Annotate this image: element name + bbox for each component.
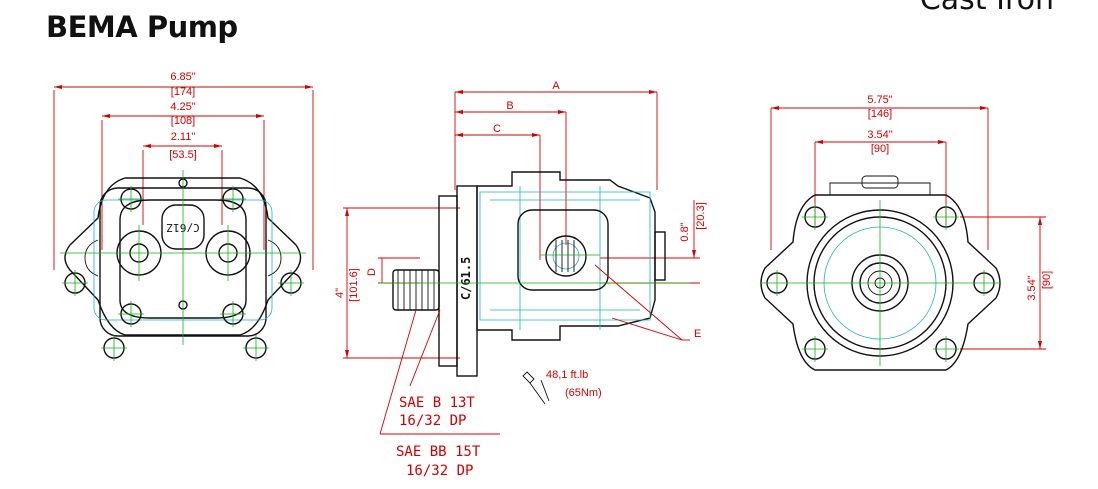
side-dim-offset: 0.8" — [679, 222, 691, 241]
side-dim-offset-mm: [20.3] — [695, 202, 707, 230]
side-dim-a: A — [552, 80, 560, 92]
front-dim-inner: 2.11" — [171, 131, 196, 143]
rear-dim-width-mm: [146] — [868, 108, 892, 120]
torque-value-nm: (65Nm) — [565, 387, 602, 399]
side-dim-height: 4" — [334, 288, 346, 298]
rear-view: 5.75" [146] 3.54" [90] 3.54" [90] — [760, 94, 1053, 371]
shaft-bb-line1: SAE BB 15T — [396, 444, 481, 460]
rear-dim-vertical: 3.54" — [1026, 275, 1038, 300]
rear-dim-width: 5.75" — [867, 94, 892, 106]
front-dim-outer: 6.85" — [170, 71, 195, 83]
torque-value: 48,1 ft.lb — [546, 369, 588, 381]
front-dim-inner-mm: [53.5] — [169, 149, 197, 161]
side-dim-height-mm: [101.6] — [348, 268, 360, 302]
page-title: BEMA Pump — [46, 10, 238, 44]
side-dim-c: C — [493, 123, 501, 135]
rear-dim-bolt: 3.54" — [867, 129, 892, 141]
front-view: 6.85" [174] 4.25" [108] 2.11" [53.5] C/6… — [53, 71, 314, 361]
front-dim-mid: 4.25" — [170, 101, 195, 113]
rear-dim-bolt-mm: [90] — [871, 143, 889, 155]
shaft-b-line1: SAE B 13T — [399, 395, 475, 411]
side-view: A B C 4" [101.6] D 0.8" [20.3] — [334, 80, 707, 479]
material-label: Cast Iron — [920, 0, 1054, 17]
shaft-bb-line2: 16/32 DP — [406, 463, 473, 479]
front-dim-mid-mm: [108] — [171, 115, 195, 127]
side-dim-b: B — [506, 100, 513, 112]
side-dim-d: D — [366, 268, 378, 276]
side-body-marking: C/61.5 — [459, 257, 473, 300]
side-dim-e: E — [694, 328, 701, 340]
rear-dim-vertical-mm: [90] — [1041, 271, 1053, 289]
shaft-b-line2: 16/32 DP — [399, 413, 466, 429]
front-dim-outer-mm: [174] — [171, 86, 195, 98]
